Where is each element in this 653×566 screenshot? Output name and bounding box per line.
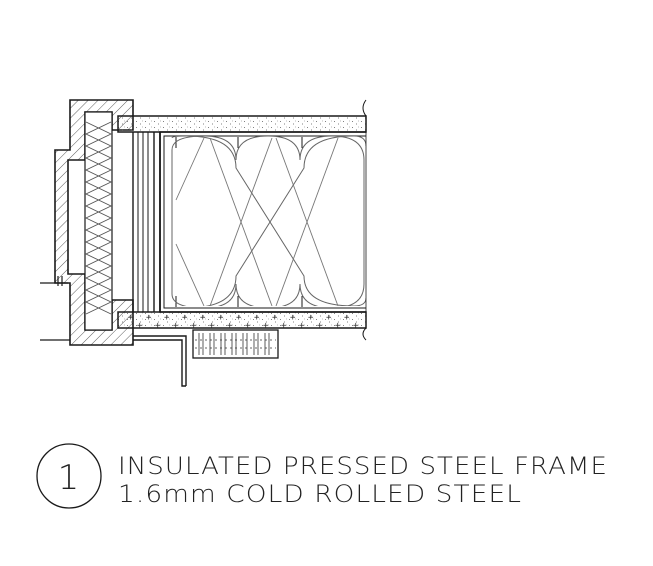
svg-text:+: + [245,321,251,331]
svg-text:+: + [227,321,233,331]
detail-title: INSULATED PRESSED STEEL FRAME [118,452,608,480]
wall-lines [40,276,70,341]
svg-text:+: + [155,321,161,331]
svg-text:+: + [326,313,332,323]
svg-text:+: + [353,321,359,331]
svg-text:+: + [182,313,188,323]
svg-text:+: + [317,321,323,331]
svg-text:+: + [281,321,287,331]
svg-text:+: + [137,321,143,331]
bottom-stop [133,329,279,387]
svg-text:+: + [236,313,242,323]
svg-text:+: + [128,313,134,323]
svg-text:+: + [146,313,152,323]
svg-text:+: + [209,321,215,331]
detail-number-circle [36,443,102,509]
svg-text:+: + [299,321,305,331]
detail-number: 1 [58,458,81,498]
steel-channel [159,131,366,313]
edge-layers [132,132,161,312]
svg-text:+: + [254,313,260,323]
svg-text:+: + [335,321,341,331]
svg-text:+: + [164,313,170,323]
core-insulation [171,136,366,306]
svg-text:+: + [290,313,296,323]
detail-callout: 1 INSULATED PRESSED STEEL FRAME 1.6mm CO… [36,443,608,509]
svg-text:+: + [191,321,197,331]
svg-text:+: + [344,313,350,323]
svg-text:+: + [200,313,206,323]
door-bottom-skin: +++ +++ +++ +++ + +++ +++ +++ +++ + [117,311,367,341]
door-top-skin [117,99,367,133]
svg-text:+: + [272,313,278,323]
svg-text:+: + [173,321,179,331]
svg-text:+: + [218,313,224,323]
rebate-insulation [84,111,113,331]
detail-material: 1.6mm COLD ROLLED STEEL [118,480,522,508]
svg-text:+: + [308,313,314,323]
svg-text:+: + [263,321,269,331]
